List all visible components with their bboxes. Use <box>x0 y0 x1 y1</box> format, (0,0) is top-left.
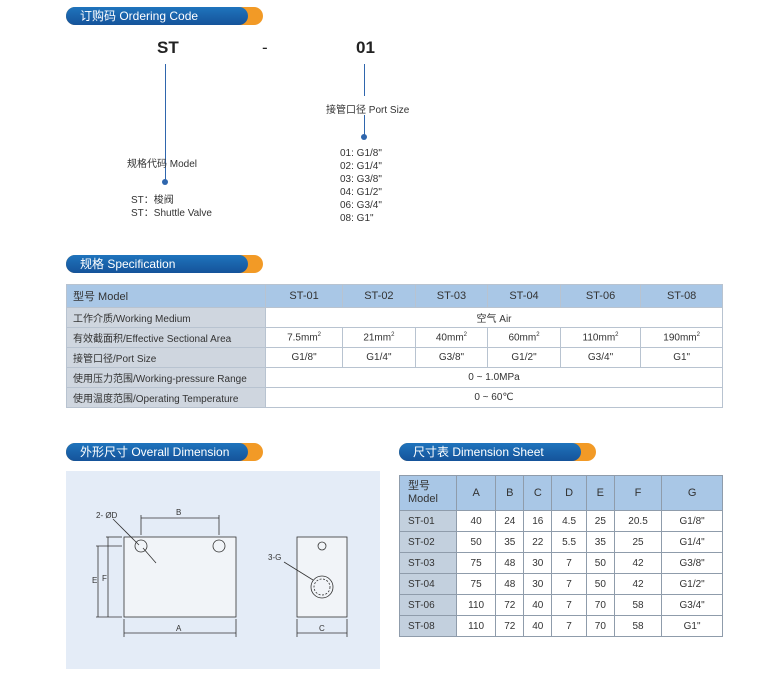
code-dash: - <box>262 38 268 57</box>
spec-header-row: 型号 Model ST-01 ST-02 ST-03 ST-04 ST-06 S… <box>66 284 723 308</box>
model-dot <box>162 179 168 185</box>
spec-row-area: 有效截面积/Effective Sectional Area 7.5mm2 21… <box>66 327 723 348</box>
model-label: 规格代码 Model <box>127 159 198 170</box>
label-hole: 2- ØD <box>96 511 118 520</box>
model-connector-line <box>165 64 166 180</box>
dimension-sheet-header: 尺寸表 Dimension Sheet <box>399 443 596 461</box>
table-row: ST-02 50 35 22 5.5 35 25 G1/4" <box>399 531 723 553</box>
table-row: ST-03 75 48 30 7 50 42 G3/8" <box>399 552 723 574</box>
spec-model-col: ST-03 <box>414 284 489 308</box>
spec-value: 空气 Air <box>265 307 723 328</box>
dimension-drawing: 2- ØD B E F A 3-G C <box>66 471 380 669</box>
spec-label: 有效截面积/Effective Sectional Area <box>66 327 266 348</box>
spec-value: G1/8" <box>264 347 344 368</box>
ordering-code-header: 订购码 Ordering Code <box>66 7 263 25</box>
spec-value: 7.5mm2 <box>264 327 344 348</box>
spec-value: G3/4" <box>559 347 642 368</box>
port-code: 01 <box>356 38 375 57</box>
mount-hole-left <box>134 539 148 553</box>
spec-value: G1/2" <box>487 347 561 368</box>
table-row: ST-04 75 48 30 7 50 42 G1/2" <box>399 573 723 595</box>
dim-col-header: D <box>551 475 587 511</box>
spec-model-col: ST-08 <box>640 284 723 308</box>
dimension-sheet-table: 型号 Model A B C D E F G ST-01 40 24 16 4.… <box>399 475 723 637</box>
specification-header: 规格 Specification <box>66 255 263 273</box>
dim-col-header: A <box>455 475 497 511</box>
dim-header-model: 型号 Model <box>399 475 457 511</box>
spec-value: 60mm2 <box>487 327 561 348</box>
dimension-drawing-svg: 2- ØD B E F A 3-G C <box>92 508 348 637</box>
spec-value: 21mm2 <box>342 327 416 348</box>
spec-label: 工作介质/Working Medium <box>66 307 266 328</box>
dim-col-header: E <box>585 475 615 511</box>
label-e: E <box>92 576 97 585</box>
spec-header-model: 型号 Model <box>66 284 266 308</box>
front-view-body <box>123 536 237 618</box>
model-options: ST：梭阀 ST：Shuttle Valve <box>131 195 212 219</box>
spec-row-pressure: 使用压力范围/Working-pressure Range 0 ~ 1.0MPa <box>66 367 723 388</box>
overall-dimension-header: 外形尺寸 Overall Dimension <box>66 443 263 461</box>
port-size-label: 接管口径 Port Size <box>326 105 410 116</box>
spec-label: 使用压力范围/Working-pressure Range <box>66 367 266 388</box>
label-port: 3-G <box>268 553 281 562</box>
spec-row-medium: 工作介质/Working Medium 空气 Air <box>66 307 723 328</box>
spec-value: 190mm2 <box>640 327 723 348</box>
spec-model-col: ST-01 <box>264 284 344 308</box>
spec-value: 40mm2 <box>414 327 489 348</box>
spec-value: G3/8" <box>414 347 489 368</box>
spec-value: 0 ~ 60℃ <box>265 387 723 408</box>
dim-col-header: F <box>613 475 663 511</box>
spec-value: G1/4" <box>342 347 416 368</box>
spec-label: 使用温度范围/Operating Temperature <box>66 387 266 408</box>
mount-hole-right <box>212 539 226 553</box>
spec-label: 接管口径/Port Size <box>66 347 266 368</box>
port-connector-line-top <box>364 64 365 96</box>
dim-col-header: C <box>523 475 553 511</box>
spec-value: 110mm2 <box>559 327 642 348</box>
label-c: C <box>319 624 325 633</box>
side-view-body <box>296 536 348 618</box>
port-options: 01: G1/8" 02: G1/4" 03: G3/8" 04: G1/2" … <box>340 148 382 224</box>
specification-table: 型号 Model ST-01 ST-02 ST-03 ST-04 ST-06 S… <box>66 284 723 408</box>
port-connector-line-bottom <box>364 115 365 135</box>
spec-value: G1" <box>640 347 723 368</box>
spec-model-col: ST-02 <box>342 284 416 308</box>
label-f: F <box>102 574 107 583</box>
dim-col-header: B <box>495 475 525 511</box>
table-row: ST-01 40 24 16 4.5 25 20.5 G1/8" <box>399 510 723 532</box>
model-code: ST <box>157 38 179 57</box>
label-a: A <box>176 624 182 633</box>
label-b: B <box>176 508 181 517</box>
spec-value: 0 ~ 1.0MPa <box>265 367 723 388</box>
table-row: ST-06 110 72 40 7 70 58 G3/4" <box>399 594 723 616</box>
port-dot <box>361 134 367 140</box>
spec-model-col: ST-04 <box>487 284 561 308</box>
spec-row-temperature: 使用温度范围/Operating Temperature 0 ~ 60℃ <box>66 387 723 408</box>
spec-row-port: 接管口径/Port Size G1/8" G1/4" G3/8" G1/2" G… <box>66 347 723 368</box>
dim-header-row: 型号 Model A B C D E F G <box>399 475 723 511</box>
dim-col-header: G <box>661 475 723 511</box>
side-port-top <box>317 541 327 551</box>
spec-model-col: ST-06 <box>559 284 642 308</box>
side-port-main <box>310 575 334 599</box>
table-row: ST-08 110 72 40 7 70 58 G1" <box>399 615 723 637</box>
